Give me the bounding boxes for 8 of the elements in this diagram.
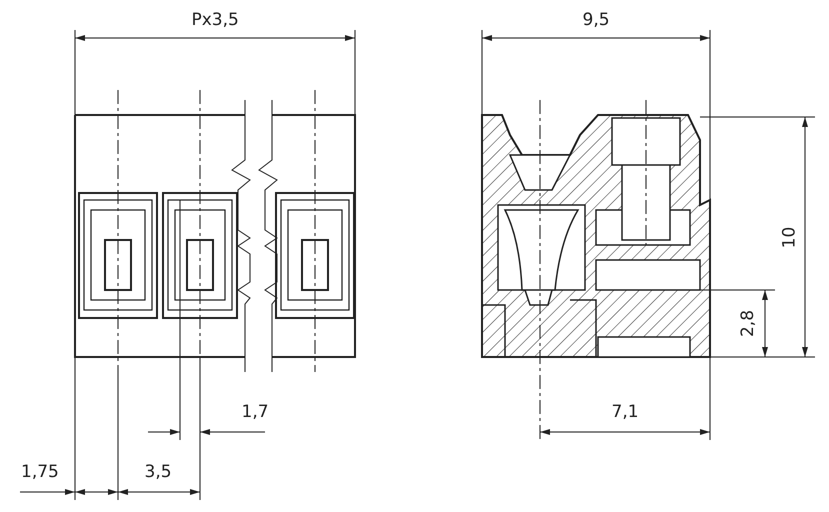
dimension-value: 9,5 [582,12,610,28]
dimension-value: 3,5 [144,464,172,480]
dimension-value: 1,7 [242,404,269,420]
dimension-value: 10 [781,226,798,248]
dimension-value: 7,1 [612,404,639,420]
dimension-value: 2,8 [740,309,757,337]
dimension-value: Px3,5 [192,12,239,28]
dimension-value: 1,75 [21,464,59,480]
